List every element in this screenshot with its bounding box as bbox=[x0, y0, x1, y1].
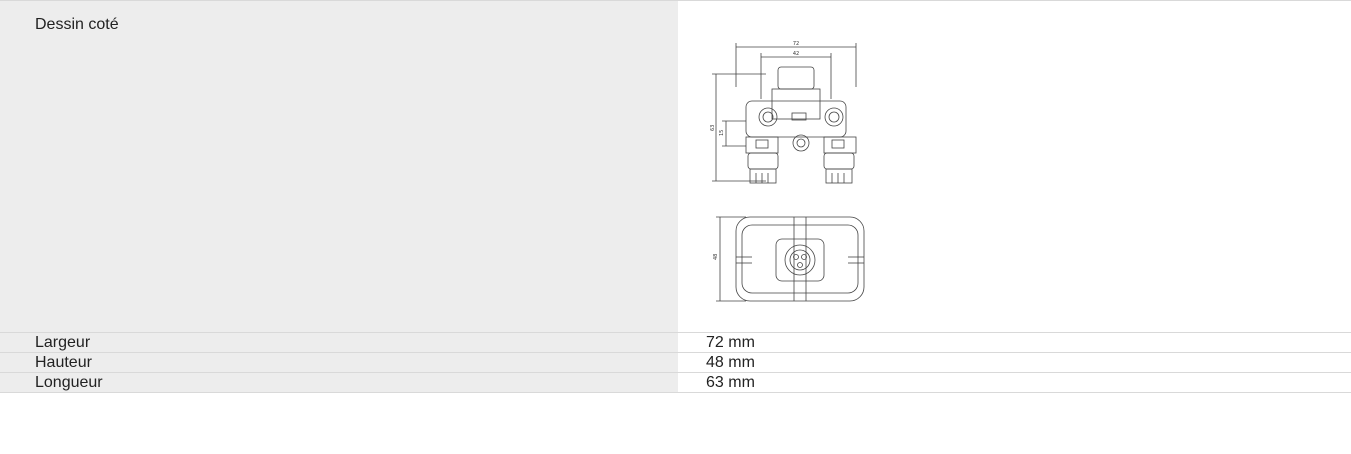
row-value: 72 mm bbox=[678, 333, 1351, 352]
svg-text:42: 42 bbox=[793, 51, 799, 57]
svg-text:48: 48 bbox=[713, 254, 719, 260]
svg-text:72: 72 bbox=[793, 41, 799, 47]
row-value: 63 mm bbox=[678, 373, 1351, 392]
table-row-longueur: Longueur 63 mm bbox=[0, 373, 1351, 393]
row-label: Longueur bbox=[0, 373, 678, 392]
dimensions-table: Dessin coté bbox=[0, 0, 1351, 393]
svg-text:63: 63 bbox=[710, 125, 716, 131]
row-label: Dessin coté bbox=[0, 1, 678, 332]
row-value: 48 mm bbox=[678, 353, 1351, 372]
row-label: Hauteur bbox=[0, 353, 678, 372]
technical-drawing-icon: 72 42 63 15 48 bbox=[710, 41, 865, 302]
svg-text:15: 15 bbox=[719, 130, 725, 136]
row-label: Largeur bbox=[0, 333, 678, 352]
table-row-hauteur: Hauteur 48 mm bbox=[0, 353, 1351, 373]
table-row-drawing: Dessin coté bbox=[0, 1, 1351, 333]
drawing-cell: 72 42 63 15 48 bbox=[678, 1, 1351, 332]
dimensional-drawing: 72 42 63 15 48 bbox=[706, 39, 906, 339]
table-row-largeur: Largeur 72 mm bbox=[0, 333, 1351, 353]
